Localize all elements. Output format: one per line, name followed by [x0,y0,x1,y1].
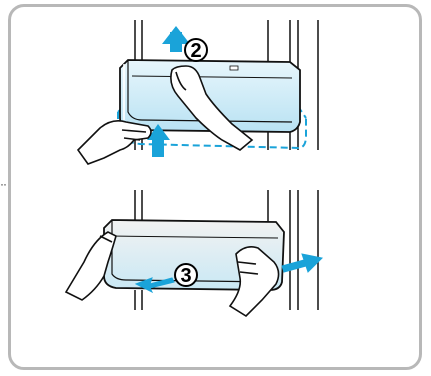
pull-out-arrow-right-icon [282,254,322,272]
left-hand-bottom-icon [78,121,151,164]
step-3-panel: 3 [66,190,322,316]
step-2-panel: 2 [78,20,318,164]
step-2-number: 2 [190,40,201,62]
step-3-number: 3 [180,265,191,287]
